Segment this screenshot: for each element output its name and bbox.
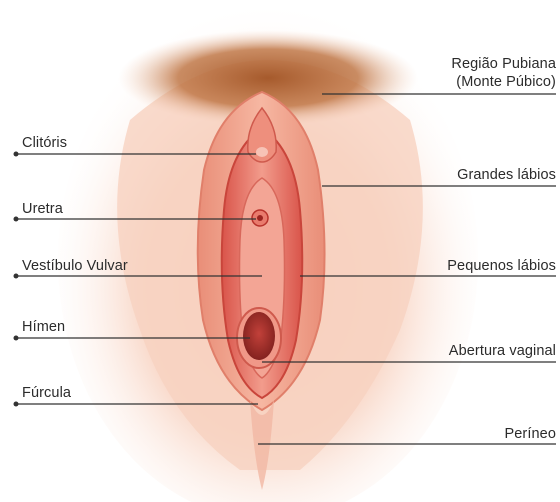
vaginal-opening-shape: [243, 312, 275, 360]
label-vestibulo-vulvar: Vestíbulo Vulvar: [22, 258, 128, 275]
dot-clitoris: [14, 152, 19, 157]
label-regiao-pubiana-line2: (Monte Púbico): [456, 74, 556, 91]
dot-himen: [14, 336, 19, 341]
leader-dots: [14, 152, 19, 407]
label-grandes-labios: Grandes lábios: [457, 167, 556, 184]
dot-vestibulo: [14, 274, 19, 279]
clitoris-shape: [256, 147, 268, 157]
label-regiao-pubiana-line1: Região Pubiana: [451, 56, 556, 73]
label-uretra: Uretra: [22, 201, 63, 218]
label-himen: Hímen: [22, 319, 65, 336]
dot-furcula: [14, 402, 19, 407]
label-pequenos-labios: Pequenos lábios: [447, 258, 556, 275]
label-clitoris: Clitóris: [22, 135, 67, 152]
label-perineo: Períneo: [505, 426, 557, 443]
label-abertura-vaginal: Abertura vaginal: [449, 343, 556, 360]
urethra-center: [257, 215, 263, 221]
dot-uretra: [14, 217, 19, 222]
label-furcula: Fúrcula: [22, 385, 71, 402]
